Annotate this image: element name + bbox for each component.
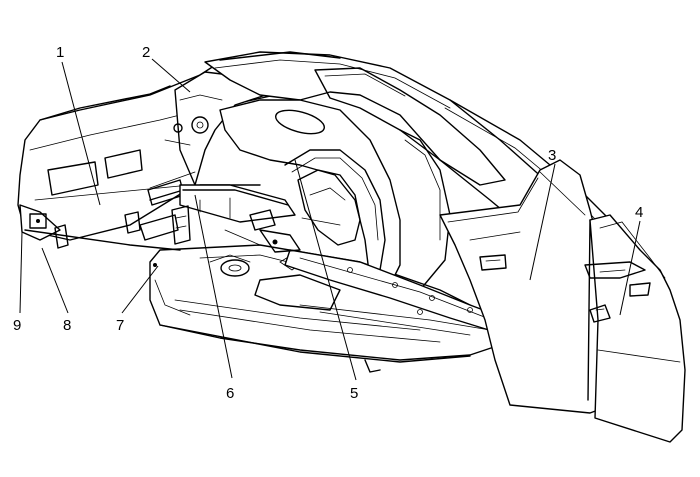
underbody-floor xyxy=(149,244,501,373)
callout-labels: 1 2 3 4 5 6 7 8 9 xyxy=(13,44,643,402)
callout-8: 8 xyxy=(63,317,71,334)
callout-6: 6 xyxy=(226,385,234,402)
callout-1: 1 xyxy=(56,44,64,61)
leader-line-3 xyxy=(529,163,556,281)
leader-lines xyxy=(19,58,641,381)
callout-5: 5 xyxy=(350,385,358,402)
body-side xyxy=(204,51,641,336)
inner-rail-structure xyxy=(139,184,301,267)
callout-7: 7 xyxy=(116,317,124,334)
leader-line-8 xyxy=(41,247,69,314)
leader-line-9 xyxy=(19,231,23,314)
leader-line-6 xyxy=(194,194,233,379)
front-door xyxy=(584,214,686,443)
rear-door xyxy=(439,159,601,414)
leader-line-7 xyxy=(121,265,159,314)
leader-line-5 xyxy=(294,159,357,381)
rear-body xyxy=(17,61,276,251)
callout-2: 2 xyxy=(142,44,150,61)
leader-line-2 xyxy=(151,58,191,93)
callout-9: 9 xyxy=(13,317,21,334)
callout-4: 4 xyxy=(635,204,643,221)
callout-3: 3 xyxy=(548,147,556,164)
leader-line-1 xyxy=(61,61,101,206)
leader-line-4 xyxy=(619,220,641,316)
